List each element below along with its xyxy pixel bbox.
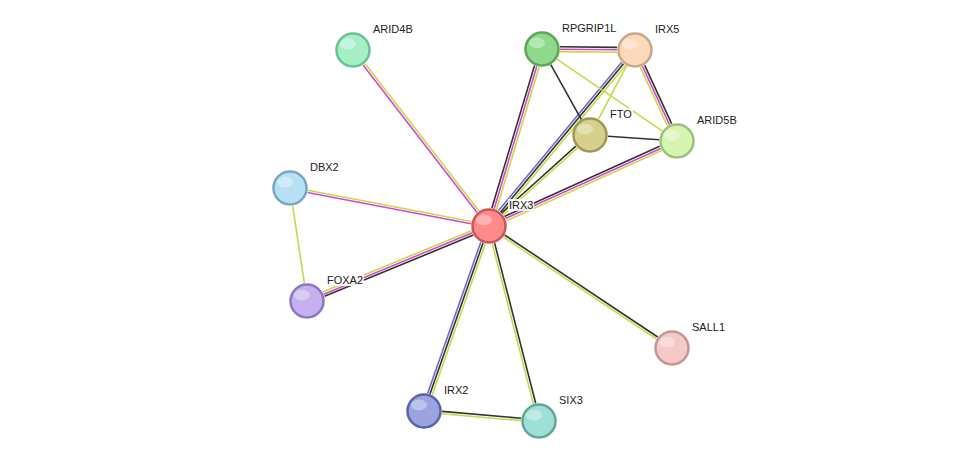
protein-node: FTO <box>572 117 608 153</box>
node-circle <box>471 208 507 244</box>
evidence-line <box>506 151 661 221</box>
node-circle <box>617 32 653 68</box>
protein-node: FOXA2 <box>289 283 325 319</box>
protein-node: SIX3 <box>521 403 557 439</box>
node-label: IRX5 <box>654 23 680 35</box>
node-circle <box>335 32 371 68</box>
node-label: DBX2 <box>309 161 340 173</box>
node-highlight <box>529 38 545 49</box>
interaction-edge <box>323 231 474 297</box>
evidence-line <box>442 414 521 421</box>
node-label: IRX2 <box>443 384 469 396</box>
node-highlight <box>411 400 427 411</box>
evidence-line <box>505 235 658 337</box>
evidence-line <box>365 64 479 212</box>
evidence-line <box>308 190 472 221</box>
evidence-line <box>643 66 670 124</box>
interaction-edge <box>560 47 617 52</box>
node-label: IRX3 <box>508 199 534 211</box>
node-disc <box>337 34 370 67</box>
evidence-line <box>432 244 485 395</box>
node-disc <box>656 332 689 365</box>
node-highlight <box>577 124 593 135</box>
node-circle <box>524 31 560 67</box>
interaction-edge <box>428 242 486 395</box>
protein-node: DBX2 <box>272 170 308 206</box>
node-label: FOXA2 <box>326 274 364 286</box>
interaction-edge <box>442 411 521 420</box>
node-label: FTO <box>609 108 633 120</box>
evidence-line <box>640 67 667 125</box>
interaction-edge <box>640 65 671 125</box>
node-disc <box>291 285 324 318</box>
node-label: SALL1 <box>691 321 726 333</box>
node-highlight <box>526 410 542 421</box>
node-highlight <box>476 215 492 226</box>
node-circle <box>289 283 325 319</box>
evidence-line <box>560 51 617 53</box>
node-disc <box>526 33 559 66</box>
interaction-edge <box>307 190 471 224</box>
evidence-line <box>428 242 481 393</box>
node-disc <box>274 172 307 205</box>
evidence-line <box>430 243 483 394</box>
node-label: SIX3 <box>558 394 584 406</box>
node-highlight <box>664 130 680 141</box>
interaction-edge <box>363 64 479 213</box>
evidence-line <box>503 237 656 339</box>
node-circle <box>572 117 608 153</box>
evidence-line <box>645 65 672 123</box>
node-highlight <box>622 39 638 50</box>
node-disc <box>574 119 607 152</box>
protein-node: IRX5 <box>617 32 653 68</box>
evidence-line <box>363 65 477 213</box>
node-disc <box>619 34 652 67</box>
evidence-line <box>492 66 535 209</box>
node-circle <box>272 170 308 206</box>
protein-node: RPGRIP1L <box>524 31 560 67</box>
node-circle <box>521 403 557 439</box>
node-disc <box>408 395 441 428</box>
node-label: ARID4B <box>372 23 414 35</box>
node-highlight <box>340 39 356 50</box>
evidence-line <box>499 62 622 210</box>
node-highlight <box>294 290 310 301</box>
interaction-edge <box>502 146 578 215</box>
node-circle <box>406 393 442 429</box>
node-disc <box>523 405 556 438</box>
interaction-edge <box>608 136 659 140</box>
evidence-line <box>324 233 473 294</box>
evidence-line <box>560 46 617 48</box>
protein-node: IRX2 <box>406 393 442 429</box>
evidence-line <box>560 48 617 50</box>
interaction-edge <box>293 206 305 283</box>
evidence-line <box>504 146 659 216</box>
evidence-line <box>323 231 472 292</box>
evidence-line <box>608 136 659 140</box>
evidence-line <box>492 244 533 404</box>
interaction-edge <box>504 146 661 221</box>
protein-node: IRX3 <box>471 208 507 244</box>
evidence-line <box>325 235 474 296</box>
protein-node: ARID4B <box>335 32 371 68</box>
evidence-line <box>293 206 305 283</box>
interaction-edge <box>503 235 657 339</box>
protein-node: ARID5B <box>659 123 695 159</box>
interaction-edge <box>492 243 535 404</box>
node-label: RPGRIP1L <box>561 22 617 34</box>
protein-node: SALL1 <box>654 330 690 366</box>
node-highlight <box>659 337 675 348</box>
node-circle <box>659 123 695 159</box>
node-disc <box>473 210 506 243</box>
evidence-line <box>307 193 471 224</box>
node-highlight <box>277 177 293 188</box>
evidence-line <box>505 148 660 218</box>
node-disc <box>661 125 694 158</box>
node-circle <box>654 330 690 366</box>
evidence-line <box>495 243 536 403</box>
node-label: ARID5B <box>696 114 738 126</box>
